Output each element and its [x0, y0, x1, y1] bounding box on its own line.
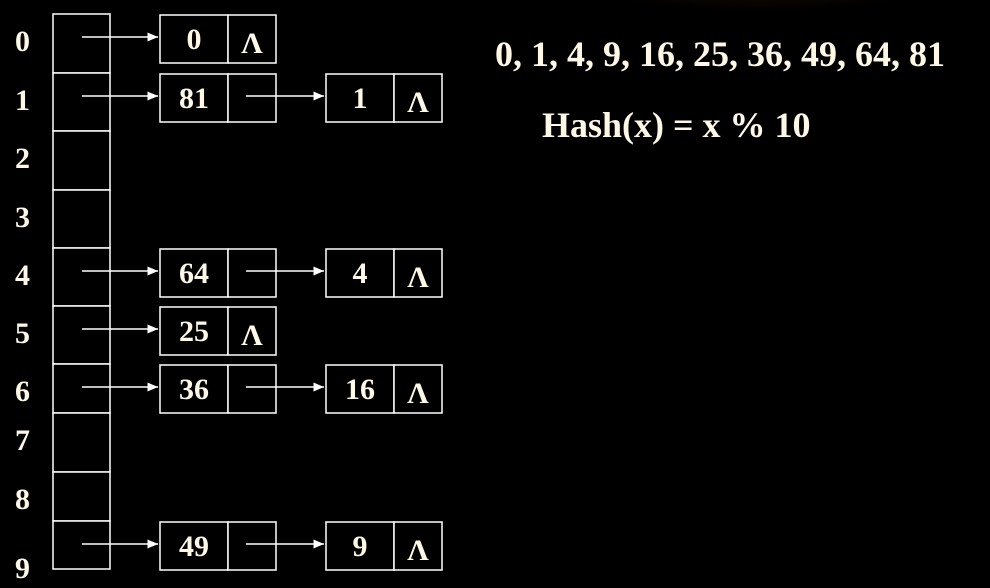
node-value: 64 [179, 257, 209, 290]
bucket-cell [52, 130, 111, 191]
null-pointer-symbol: Λ [241, 319, 263, 352]
null-pointer-symbol: Λ [407, 377, 429, 410]
node-pointer-cell [393, 73, 443, 123]
node-value-cell [159, 248, 229, 298]
node-value-cell [325, 521, 395, 571]
bucket-cell [52, 13, 111, 74]
bucket-index: 3 [15, 201, 30, 234]
bucket-cell [52, 412, 111, 473]
bucket-index: 6 [15, 375, 30, 408]
null-pointer-symbol: Λ [407, 261, 429, 294]
bucket-index: 4 [15, 259, 30, 292]
node-value: 81 [179, 82, 209, 115]
node-value-cell [159, 364, 229, 414]
chain-node: 64 [159, 248, 277, 298]
bucket-index: 8 [15, 483, 30, 516]
node-pointer-cell [227, 73, 277, 123]
node-value-cell [325, 248, 395, 298]
node-value: 16 [345, 373, 375, 406]
node-value: 9 [353, 530, 368, 563]
null-pointer-symbol: Λ [407, 86, 429, 119]
node-pointer-cell [393, 521, 443, 571]
bucket-index: 5 [15, 317, 30, 350]
node-pointer-cell [227, 521, 277, 571]
bucket-array [52, 13, 111, 570]
node-value-cell [159, 73, 229, 123]
chain-node: 49 [159, 521, 277, 571]
bucket-cell [52, 247, 111, 307]
bucket-index: 2 [15, 142, 30, 175]
bucket-index: 9 [15, 552, 30, 585]
bucket-index: 0 [15, 25, 30, 58]
node-value-cell [325, 364, 395, 414]
bucket-cell [52, 189, 111, 249]
null-pointer-symbol: Λ [241, 27, 263, 60]
node-pointer-cell [227, 364, 277, 414]
chain-node: 16 Λ [325, 364, 443, 414]
chain-node: 25 Λ [159, 306, 277, 356]
null-pointer-symbol: Λ [407, 534, 429, 567]
node-value-cell [325, 73, 395, 123]
node-value: 4 [353, 257, 368, 290]
index-labels: 0 1 2 3 4 5 6 7 8 9 [15, 25, 30, 585]
node-pointer-cell [227, 248, 277, 298]
bucket-cell [52, 471, 111, 522]
bucket-cell [52, 520, 111, 570]
hash-function: Hash(x) = x % 10 [542, 105, 811, 145]
node-value-cell [159, 521, 229, 571]
node-value: 25 [179, 315, 209, 348]
key-sequence: 0, 1, 4, 9, 16, 25, 36, 49, 64, 81 [495, 34, 945, 74]
node-pointer-cell [393, 364, 443, 414]
node-pointer-cell [227, 14, 277, 64]
node-value: 1 [353, 82, 368, 115]
bucket-cell [52, 72, 111, 132]
node-value: 36 [179, 373, 209, 406]
bucket-index: 7 [15, 424, 30, 457]
bucket-index: 1 [15, 84, 30, 117]
node-pointer-cell [393, 248, 443, 298]
chain-node: 81 [159, 73, 277, 123]
node-pointer-cell [227, 306, 277, 356]
node-value: 0 [187, 23, 202, 56]
background-glow [580, 0, 940, 40]
node-value: 49 [179, 530, 209, 563]
bucket-cell [52, 305, 111, 365]
bucket-cell [52, 363, 111, 414]
chain-node: 36 [159, 364, 277, 414]
